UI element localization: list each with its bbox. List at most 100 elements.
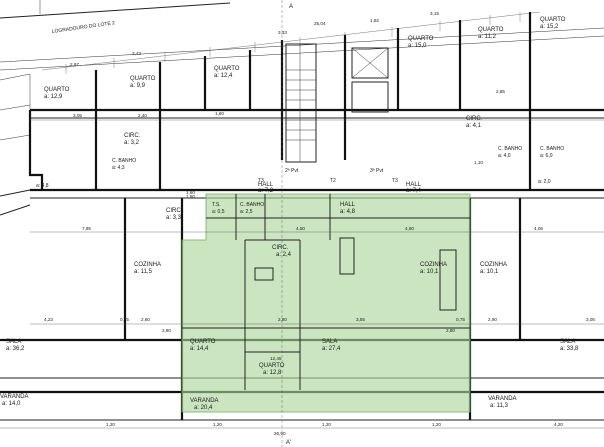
dim-1: 1,60 — [186, 190, 195, 195]
room-cbanho-2-5-name: C. BANHO — [240, 202, 264, 208]
room-varanda-20-4-name: VARANDA — [190, 398, 219, 404]
dim-7: 1,80 — [186, 194, 195, 199]
room-cozinha-11-5-name: COZINHA — [134, 262, 161, 268]
room-cbanho-4-3-name: C. BANHO — [112, 158, 136, 164]
room-hall-7-2-area: a: 7,2 — [258, 188, 274, 194]
room-quarto-15-0-area: a: 15,0 — [408, 43, 427, 49]
room-quarto-12-8-area: a: 12,8 — [263, 370, 282, 376]
elevator-shaft-2 — [351, 81, 389, 113]
room-sala-33-8-area: a: 33,8 — [560, 346, 579, 352]
dim-10: 4,50 — [405, 226, 414, 231]
room-hall-7-4-name: HALL — [406, 182, 422, 188]
room-circ-4-1-area: a: 4,1 — [466, 123, 482, 129]
room-circ-3-2-name: CIRC. — [124, 133, 141, 139]
dim-top-6: 3,15 — [430, 11, 439, 16]
room-quarto-15-2-name: QUARTO — [540, 17, 566, 23]
kitchen-counter — [339, 237, 355, 275]
dim-25: 1,20 — [432, 422, 441, 427]
stair-t3a: T3 — [258, 178, 264, 184]
dimension-chains: 1,60 3,05 2,40 1,60 2,85 1,10 1,80 7,85 … — [0, 89, 604, 436]
room-hall-7-4-area: a: 7,4 — [406, 188, 422, 194]
stair-t2: T2 — [330, 178, 336, 184]
room-cbanho-2-5-area: a: 2,5 — [240, 209, 253, 215]
dim-9: 4,50 — [296, 226, 305, 231]
top-dimension-chain: 2,97 3,43 3,33 25,04 1,92 3,15 — [41, 11, 541, 74]
dim-top-4: 25,04 — [314, 21, 326, 26]
room-labels: QUARTO a: 12,9 QUARTO a: 9,9 QUARTO a: 1… — [0, 17, 579, 411]
dim-12: 4,23 — [44, 317, 53, 322]
dim-3: 2,40 — [138, 113, 147, 118]
dim-18: 2,80 — [162, 328, 171, 333]
section-mark-bottom: A' — [286, 440, 291, 446]
room-quarto-9-9-name: QUARTO — [130, 76, 156, 82]
stair-core: 2ª Pvt 3ª Pvt T3 T2 T3 — [258, 43, 398, 184]
dim-6: 1,10 — [474, 160, 483, 165]
dim-5: 2,85 — [496, 89, 505, 94]
dim-11: 4,06 — [534, 226, 543, 231]
dim-top-5: 1,92 — [370, 18, 379, 23]
stair-label-up: 3ª Pvt — [370, 168, 384, 174]
dim-14: 2,80 — [278, 317, 287, 322]
room-quarto-12-9-area: a: 12,9 — [44, 94, 63, 100]
room-sala-27-4-name: SALA — [322, 339, 337, 345]
room-sala-27-4-area: a: 27,4 — [322, 346, 341, 352]
bathtub — [254, 267, 274, 281]
highlighted-apartment[interactable] — [181, 193, 471, 413]
room-quarto-15-2-area: a: 15,2 — [540, 24, 559, 30]
section-line: A' — [281, 0, 291, 447]
cabinet-block — [439, 249, 457, 311]
room-cbanho-4-3-area: a: 4,3 — [112, 165, 125, 171]
street-boundary: LOGRADOURO DO LOTE 2 A — [0, 0, 604, 197]
room-cozinha-10-1a-area: a: 10,1 — [420, 269, 439, 275]
room-sala-33-8-name: SALA — [560, 339, 575, 345]
apartment-interior-walls — [182, 194, 470, 390]
room-circ-2-4-name: CIRC. — [272, 245, 289, 251]
room-quarto-14-4-area: a: 14,4 — [190, 346, 209, 352]
street-label: LOGRADOURO DO LOTE 2 — [51, 20, 115, 35]
room-varanda-11-3-name: VARANDA — [488, 396, 517, 402]
room-quarto-12-4-area: a: 12,4 — [214, 73, 233, 79]
room-varanda-14-0-name: VARANDA — [0, 394, 29, 400]
room-sala-36-2-name: SALA — [6, 339, 21, 345]
room-quarto-15-0-name: QUARTO — [408, 36, 434, 42]
room-cbanho-6-0-name: C. BANHO — [540, 146, 564, 152]
room-ts-name: T.S. — [212, 202, 221, 208]
dim-19: 1,20 — [106, 422, 115, 427]
dim-21: 3,05 — [586, 317, 595, 322]
dim-24: 1,20 — [322, 422, 331, 427]
room-cozinha-11-5-area: a: 11,5 — [134, 269, 153, 275]
room-circ-3-3-area: a: 3,3 — [166, 215, 182, 221]
room-small-4-8-area: a: 4,8 — [36, 183, 49, 189]
section-mark-top: A — [289, 4, 293, 10]
dim-2: 3,05 — [73, 113, 82, 118]
room-ts-area: a: 0,5 — [212, 209, 225, 215]
room-cozinha-10-1b-name: COZINHA — [480, 262, 507, 268]
dim-28: 0,75 — [456, 317, 465, 322]
room-varanda-11-3-area: a: 11,3 — [490, 403, 509, 409]
room-varanda-20-4-area: a: 20,4 — [194, 405, 213, 411]
room-hall-4-8-name: HALL — [340, 202, 356, 208]
dim-top-3: 3,33 — [278, 30, 287, 35]
dim-top-1: 2,97 — [70, 62, 79, 67]
stair-label-dn: 2ª Pvt — [285, 168, 299, 174]
room-circ-3-3-name: CIRC. — [166, 208, 183, 214]
room-hall-4-8-area: a: 4,8 — [340, 209, 356, 215]
room-quarto-9-9-area: a: 9,9 — [130, 83, 146, 89]
dim-22: 1,20 — [213, 422, 222, 427]
room-cbanho-4-0-area: a: 4,0 — [498, 153, 511, 159]
room-quarto-11-2-area: a: 11,2 — [478, 34, 497, 40]
dim-15: 3,55 — [356, 317, 365, 322]
room-circ-2-4-area: a: 2,4 — [276, 252, 292, 258]
dim-13: 2,60 — [141, 317, 150, 322]
dim-20: 2,80 — [446, 328, 455, 333]
dim-17: 12,45 — [270, 356, 282, 361]
room-circ-3-2-area: a: 3,2 — [124, 140, 140, 146]
room-cozinha-10-1a-name: COZINHA — [420, 262, 447, 268]
room-quarto-12-8-name: QUARTO — [259, 363, 285, 369]
room-sala-36-2-area: a: 36,2 — [6, 346, 25, 352]
dim-top-2: 3,43 — [132, 51, 141, 56]
room-cbanho-4-0-name: C. BANHO — [498, 146, 522, 152]
dim-8: 7,85 — [82, 226, 91, 231]
dim-27: 0,75 — [120, 317, 129, 322]
